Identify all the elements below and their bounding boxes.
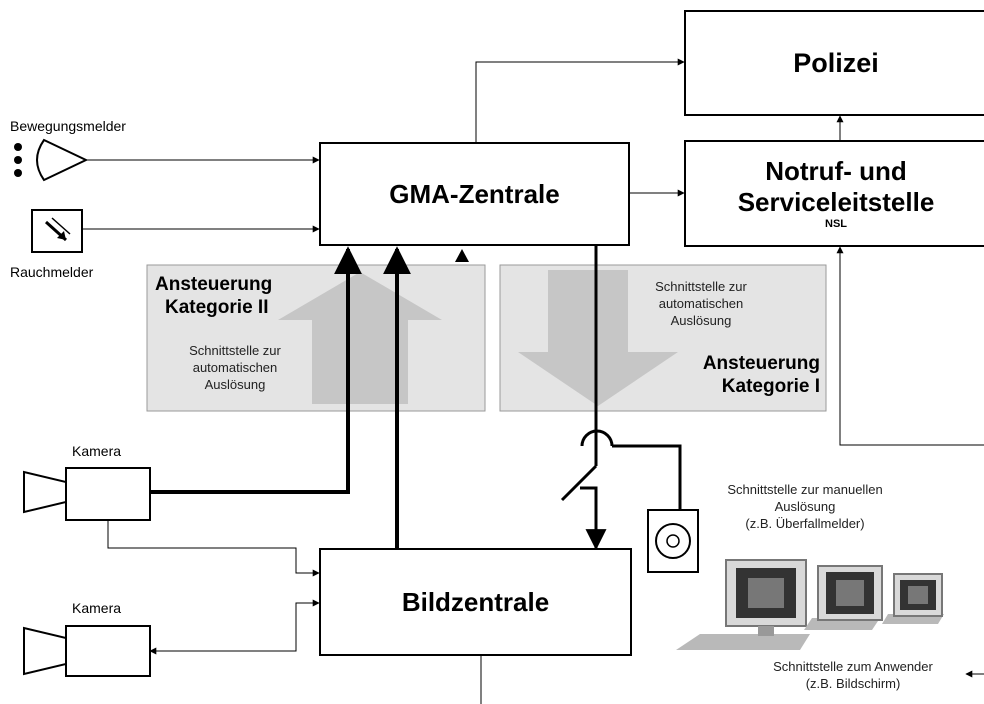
category-2-interface-line2: automatischen: [192, 360, 278, 375]
camera-bottom-link-line: [149, 599, 320, 655]
camera-bottom-label: Kamera: [72, 600, 122, 616]
category-1-title-line2: Kategorie I: [721, 376, 820, 397]
gma-to-police-line: [475, 58, 685, 142]
category-1-interface-line2: automatischen: [658, 296, 744, 311]
image-central-box: Bildzentrale: [319, 548, 632, 656]
switch-contact: [560, 464, 598, 502]
camera-top-label: Kamera: [72, 443, 122, 459]
feedback-to-nsl-line: [836, 246, 984, 446]
crossover-hop: [580, 429, 614, 447]
camera-to-gma-line: [150, 246, 362, 494]
manual-interface-text: Schnittstelle zur manuellen Auslösung (z…: [700, 481, 910, 532]
camera-to-image-central-line: [107, 520, 320, 577]
category-1-title: Ansteuerung Kategorie I: [660, 352, 820, 398]
category-1-interface-line3: Auslösung: [670, 313, 732, 328]
police-label: Polizei: [793, 47, 879, 78]
category-2-title: Ansteuerung Kategorie II: [155, 273, 272, 319]
motion-detector-icon: [14, 138, 89, 182]
panic-button-icon: [647, 509, 699, 573]
camera-icon: [23, 625, 151, 677]
nsl-label-line2: Serviceleitstelle: [737, 187, 935, 217]
switch-to-image-central-line: [580, 486, 607, 551]
gma-central-box: GMA-Zentrale: [319, 142, 630, 246]
manual-trigger-to-gma-arrowhead: [455, 249, 469, 262]
manual-interface-line2: Auslösung: [774, 499, 836, 514]
manual-interface-line3: (z.B. Überfallmelder): [745, 516, 865, 531]
motion-detector-label: Bewegungsmelder: [10, 118, 126, 134]
police-box: Polizei: [684, 10, 984, 116]
manual-trigger-to-gma-line: [612, 444, 682, 510]
smoke-detector-icon: [31, 209, 83, 253]
category-2-interface-line1: Schnittstelle zur: [189, 343, 281, 358]
camera-icon: [23, 467, 151, 521]
gma-central-label: GMA-Zentrale: [389, 178, 560, 209]
nsl-label-line1: Notruf- und: [765, 156, 907, 186]
smoke-detector-label: Rauchmelder: [10, 264, 94, 280]
category-2-title-line2: Kategorie II: [165, 297, 269, 318]
category-1-interface-line1: Schnittstelle zur: [655, 279, 747, 294]
category-1-interface-text: Schnittstelle zur automatischen Auslösun…: [626, 278, 776, 329]
image-central-label: Bildzentrale: [401, 586, 550, 617]
category-2-interface-text: Schnittstelle zur automatischen Auslösun…: [160, 342, 310, 393]
category-1-title-line1: Ansteuerung: [702, 353, 820, 374]
user-interface-text: Schnittstelle zum Anwender (z.B. Bildsch…: [744, 658, 962, 692]
category-1-down-arrow: [518, 270, 678, 406]
category-2-title-line1: Ansteuerung: [155, 274, 273, 295]
nsl-box: Notruf- und Serviceleitstelle NSL: [684, 140, 984, 247]
user-interface-line1: Schnittstelle zum Anwender: [773, 659, 933, 674]
user-interface-line2: (z.B. Bildschirm): [805, 676, 901, 691]
nsl-abbreviation: NSL: [825, 218, 847, 230]
manual-interface-line1: Schnittstelle zur manuellen: [727, 482, 883, 497]
category-2-up-arrow: [278, 272, 442, 404]
monitor-screens-icon: [676, 559, 944, 650]
category-2-interface-line3: Auslösung: [204, 377, 266, 392]
